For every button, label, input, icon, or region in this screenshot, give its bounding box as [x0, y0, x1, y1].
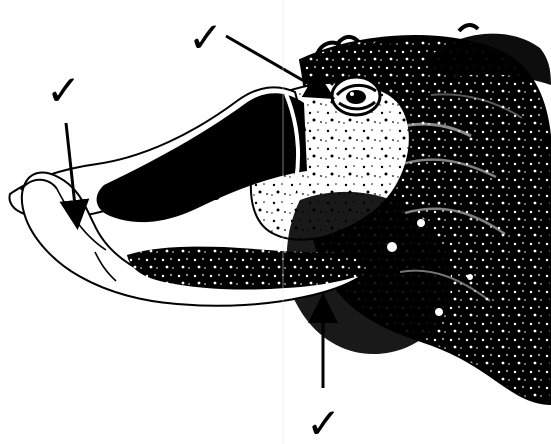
- cuttlefish-body: [9, 25, 551, 404]
- checkmark-eye-icon: ✓: [188, 13, 223, 62]
- checkmark-fin-icon: ✓: [306, 399, 341, 444]
- checkmark-arm-icon: ✓: [46, 66, 81, 115]
